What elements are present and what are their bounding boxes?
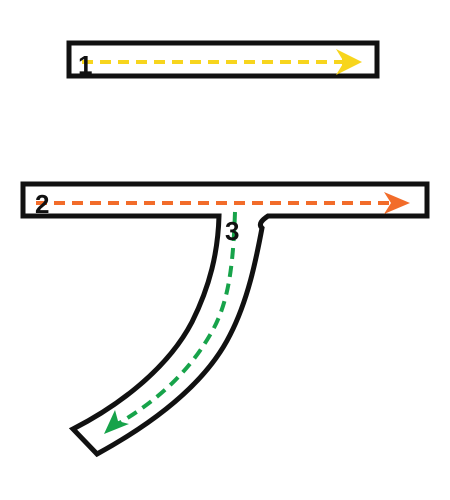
- stroke-3-arrowhead: [104, 410, 129, 434]
- stroke-1-number: 1: [78, 50, 92, 80]
- stroke-1-outline: [66, 40, 380, 79]
- stroke-2-3-shape: [20, 181, 430, 458]
- stroke-1-arrowhead: [336, 49, 362, 75]
- stroke-3-number: 3: [225, 216, 239, 246]
- stroke-2-3-outline: [20, 181, 430, 458]
- stroke-2-number: 2: [35, 189, 49, 219]
- stroke-3: 3: [104, 211, 239, 434]
- stroke-2: 2: [35, 189, 410, 219]
- stroke-2-arrowhead: [384, 192, 410, 214]
- stroke-3-arrow: [114, 211, 237, 427]
- stroke-1: 1: [66, 40, 380, 80]
